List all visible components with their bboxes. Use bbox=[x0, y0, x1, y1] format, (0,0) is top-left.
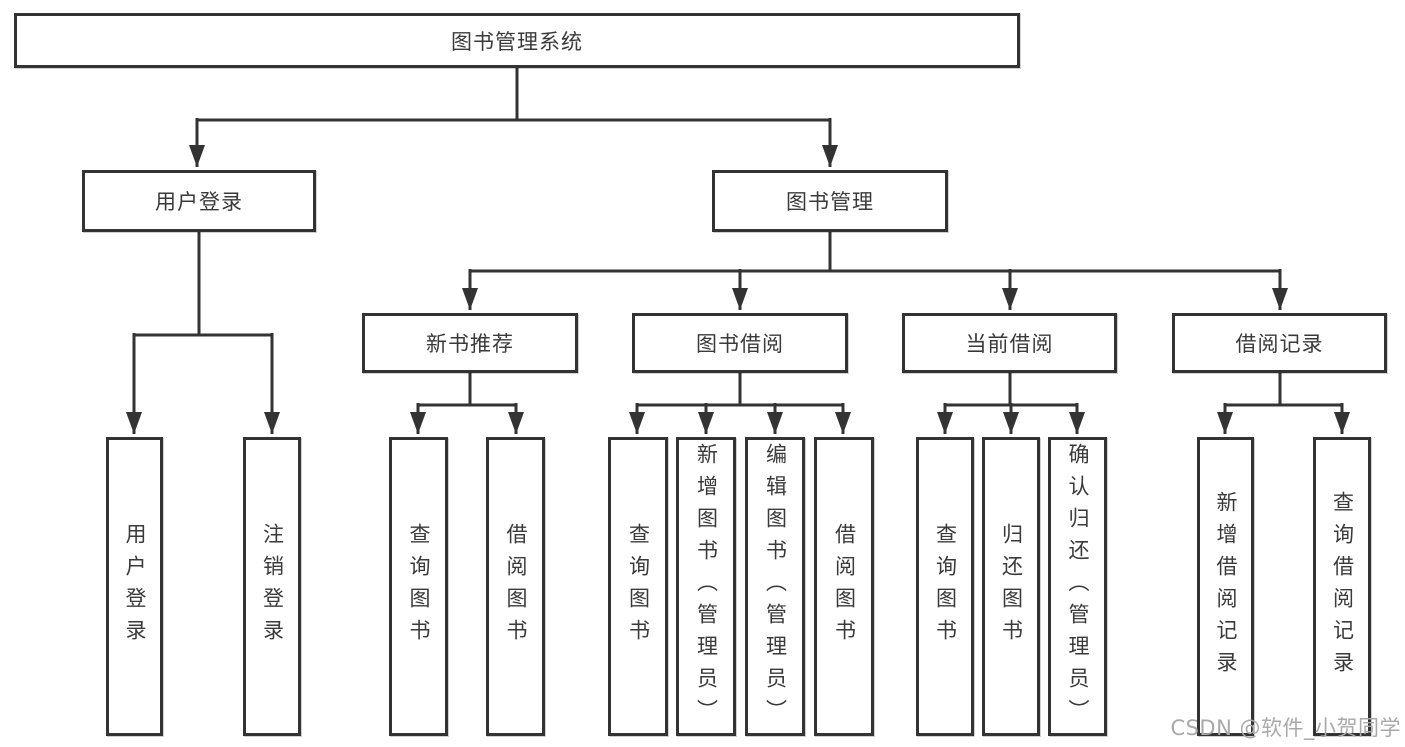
node-label: 用户登录 bbox=[123, 522, 147, 651]
node-label: 借阅图书 bbox=[504, 522, 528, 651]
csdn-watermark: CSDN @软件_小贺同学 bbox=[1170, 716, 1401, 740]
leaf-edit-books-admin: 编辑图书（管理员） bbox=[745, 437, 805, 736]
leaf-add-borrow-record: 新增借阅记录 bbox=[1197, 437, 1254, 736]
leaf-logout: 注销登录 bbox=[243, 437, 301, 736]
node-label: 查询图书 bbox=[933, 522, 958, 651]
leaf-confirm-return-admin: 确认归还（管理员） bbox=[1048, 437, 1107, 736]
leaf-borrow-books: 借阅图书 bbox=[814, 437, 874, 736]
node-label: 查询借阅记录 bbox=[1330, 490, 1355, 683]
leaf-search-books-borrow: 查询图书 bbox=[608, 437, 668, 736]
node-label: 新增图书（管理员） bbox=[694, 442, 719, 731]
node-book-borrowing: 图书借阅 bbox=[632, 313, 848, 373]
leaf-user-login: 用户登录 bbox=[106, 437, 163, 736]
node-label: 确认归还（管理员） bbox=[1066, 442, 1090, 731]
node-label: 图书借阅 bbox=[696, 332, 784, 356]
node-book-management: 图书管理 bbox=[712, 170, 948, 232]
node-label: 当前借阅 bbox=[965, 332, 1054, 356]
node-label: 图书管理 bbox=[786, 190, 874, 214]
node-label: 借阅记录 bbox=[1235, 332, 1324, 356]
leaf-search-books-current: 查询图书 bbox=[916, 437, 974, 736]
node-label: 查询图书 bbox=[626, 522, 651, 651]
node-label: 归还图书 bbox=[999, 522, 1024, 651]
leaf-search-books-recommend: 查询图书 bbox=[389, 437, 448, 736]
leaf-return-books: 归还图书 bbox=[982, 437, 1040, 736]
node-user-login: 用户登录 bbox=[82, 170, 316, 232]
node-current-borrowing: 当前借阅 bbox=[902, 313, 1117, 373]
node-label: 编辑图书（管理员） bbox=[763, 442, 788, 731]
leaf-borrow-books-recommend: 借阅图书 bbox=[486, 437, 545, 736]
node-label: 新书推荐 bbox=[426, 332, 514, 356]
node-borrowing-records: 借阅记录 bbox=[1172, 313, 1387, 373]
node-library-management-system: 图书管理系统 bbox=[14, 13, 1020, 68]
node-label: 新增借阅记录 bbox=[1214, 490, 1238, 683]
node-label: 图书管理系统 bbox=[451, 29, 583, 54]
node-label: 查询图书 bbox=[407, 522, 431, 651]
leaf-search-borrow-record: 查询借阅记录 bbox=[1313, 437, 1371, 736]
node-label: 借阅图书 bbox=[832, 522, 857, 651]
node-label: 注销登录 bbox=[260, 522, 285, 651]
node-label: 用户登录 bbox=[155, 190, 243, 214]
leaf-add-books-admin: 新增图书（管理员） bbox=[676, 437, 736, 736]
node-new-book-recommendation: 新书推荐 bbox=[362, 313, 578, 373]
